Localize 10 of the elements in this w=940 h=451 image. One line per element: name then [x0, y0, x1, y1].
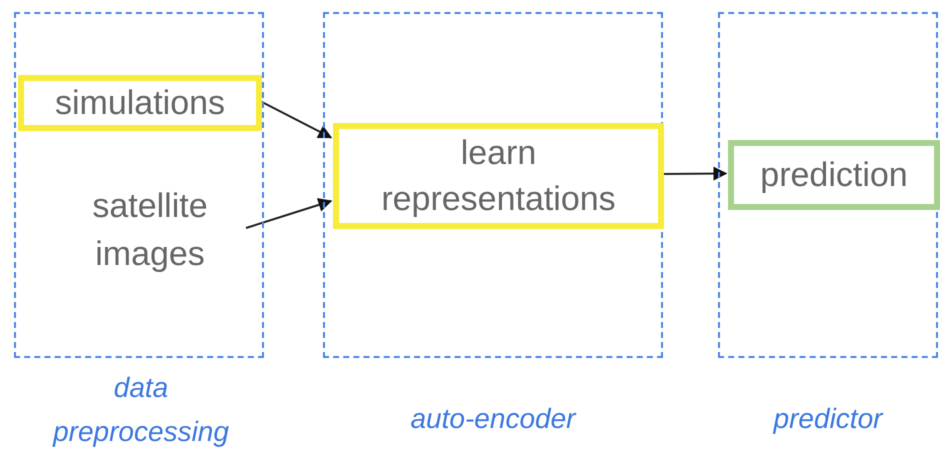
- arrow: [246, 198, 332, 229]
- highlighted-box: simulations: [18, 75, 262, 131]
- highlighted-box: learn representations: [333, 123, 664, 229]
- highlighted-box: prediction: [728, 140, 940, 210]
- node-label: satellite images: [52, 180, 248, 280]
- group-label: data preprocessing: [52, 371, 230, 449]
- arrow: [662, 166, 728, 181]
- arrow: [260, 100, 332, 138]
- group-label: auto-encoder: [409, 402, 578, 436]
- group-label: predictor: [772, 402, 884, 436]
